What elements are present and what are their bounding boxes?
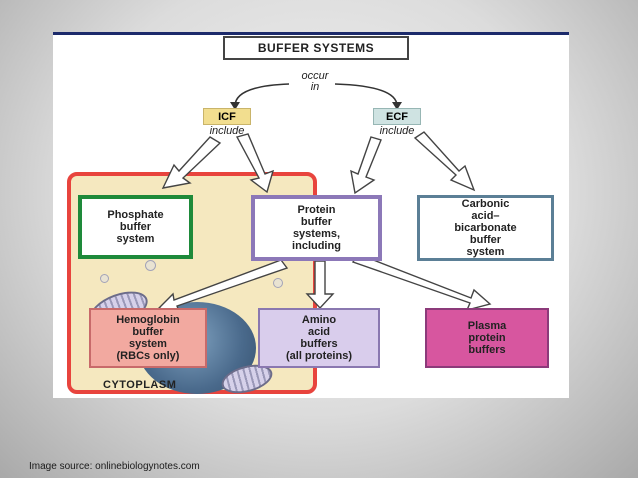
box-line: buffer [132, 326, 164, 338]
box-line: including [292, 240, 341, 252]
box-line: Carbonic [461, 198, 510, 210]
box-line: acid [307, 326, 330, 338]
arrowhead-icf [230, 102, 240, 110]
in-label: in [310, 81, 320, 93]
arrowhead-ecf [392, 102, 402, 110]
box-line: protein [468, 332, 506, 344]
vesicle [145, 260, 156, 271]
box-line: buffer [300, 216, 333, 228]
box-line: systems, [292, 228, 341, 240]
box-line: bicarbonate [454, 222, 517, 234]
box-line: buffer [119, 221, 152, 233]
box-line: buffers [468, 344, 506, 356]
box-line: Hemoglobin [116, 314, 180, 326]
arrow-protein-hemoglobin [157, 259, 289, 316]
box-line: system [129, 338, 167, 350]
box-line: acid– [471, 210, 500, 222]
arrow-ecf-carbonic [413, 131, 476, 192]
plasma-protein-buffer-box: Plasma protein buffers [425, 308, 549, 368]
box-line: Plasma [467, 320, 507, 332]
arrow-protein-amino [305, 260, 335, 310]
box-line: system [116, 233, 155, 245]
curved-arrow-icf [234, 83, 290, 107]
include-label-icf: include [209, 125, 245, 137]
arrow-icf-protein [235, 133, 275, 194]
box-line: buffers [300, 338, 338, 350]
box-line: Amino [301, 314, 337, 326]
phosphate-buffer-box: Phosphate buffer system [78, 195, 193, 259]
include-label-ecf: include [379, 125, 415, 137]
arrow-protein-plasma [351, 253, 492, 312]
cytoplasm-label: CYTOPLASM [103, 379, 177, 391]
box-line: (all proteins) [285, 350, 352, 362]
box-line: system [466, 246, 505, 258]
arrows-layer [157, 83, 492, 316]
diagram-title: BUFFER SYSTEMS [223, 36, 409, 60]
arrow-ecf-protein [350, 136, 382, 195]
vesicle [273, 278, 283, 288]
box-line: Phosphate [107, 209, 164, 221]
box-line: (RBCs only) [116, 350, 180, 362]
arrow-icf-phosphate [161, 136, 222, 189]
image-source-caption: Image source: onlinebiologynotes.com [29, 461, 200, 472]
ecf-tag: ECF [373, 108, 421, 125]
vesicle [100, 274, 109, 283]
diagram-image: BUFFER SYSTEMS occur in ICF include ECF … [53, 32, 569, 398]
amino-acid-buffer-box: Amino acid buffers (all proteins) [258, 308, 380, 368]
protein-buffer-box: Protein buffer systems, including [251, 195, 382, 261]
box-line: buffer [469, 234, 502, 246]
top-rule [53, 32, 569, 35]
hemoglobin-buffer-box: Hemoglobin buffer system (RBCs only) [89, 308, 207, 368]
occur-label: occur [301, 70, 329, 82]
box-line: Protein [297, 204, 336, 216]
carbonic-acid-buffer-box: Carbonic acid– bicarbonate buffer system [417, 195, 554, 261]
icf-tag: ICF [203, 108, 251, 125]
